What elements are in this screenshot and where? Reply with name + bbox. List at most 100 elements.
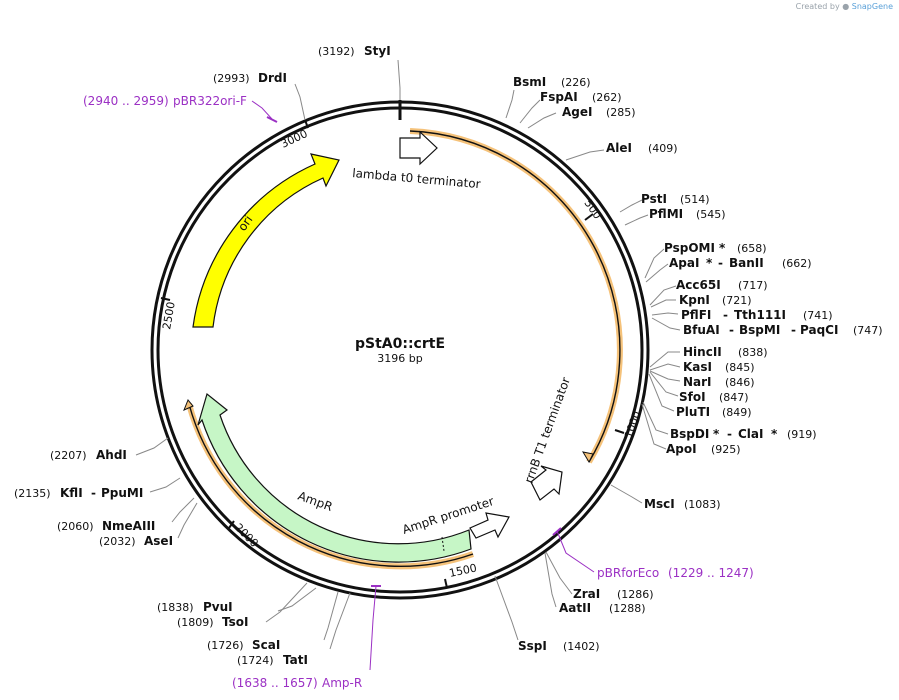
enzyme-position: (3192) xyxy=(318,45,355,58)
snapgene-credit: Created by ● SnapGene xyxy=(795,2,893,11)
enzyme-position: (262) xyxy=(592,91,622,104)
snapgene-logo-icon: ● xyxy=(842,2,850,11)
enzyme-position: (1726) xyxy=(207,639,244,652)
primer-label[interactable]: (1638 .. 1657)Amp-R xyxy=(232,676,362,690)
enzyme-name: TatI xyxy=(283,653,308,667)
enzyme-label[interactable]: FspAI(262) xyxy=(540,90,622,104)
enzyme-label[interactable]: AgeI(285) xyxy=(562,105,636,119)
primer-label[interactable]: (2940 .. 2959)pBR322ori-F xyxy=(83,94,247,108)
enzyme-label[interactable]: Acc65I(717) xyxy=(676,278,768,292)
enzyme-position: (721) xyxy=(722,294,752,307)
enzyme-position: (2032) xyxy=(99,535,136,548)
asterisk: * xyxy=(719,241,726,255)
enzyme-label[interactable]: PflFI-Tth111I(741) xyxy=(681,308,833,322)
enzyme-label[interactable]: (2032) AseI xyxy=(99,534,173,548)
enzyme-label[interactable]: SfoI (847) xyxy=(679,390,749,404)
enzyme-label[interactable]: BsmI(226) xyxy=(513,75,591,89)
enzyme-name: NmeAIII xyxy=(102,519,155,533)
rrnb-t1-terminator-feature[interactable]: rrnB T1 terminator xyxy=(522,375,573,501)
dash: - xyxy=(727,427,732,441)
enzyme-label[interactable]: (1724) TatI xyxy=(237,653,308,667)
enzyme-label[interactable]: PluTI (849) xyxy=(676,405,752,419)
enzyme-label[interactable]: NarI(846) xyxy=(683,375,755,389)
enzyme-label[interactable]: KasI(845) xyxy=(683,360,755,374)
enzyme-label[interactable]: MscI(1083) xyxy=(644,497,721,511)
enzyme-position: (741) xyxy=(803,309,833,322)
enzyme-label[interactable]: ApoI(925) xyxy=(666,442,741,456)
enzyme-name: TsoI xyxy=(222,615,248,629)
enzyme-name: BsmI xyxy=(513,75,546,89)
enzyme-position: (2993) xyxy=(213,72,250,85)
enzyme-name: PstI xyxy=(641,192,667,206)
enzyme-position: (2207) xyxy=(50,449,87,462)
enzyme-label[interactable]: SspI(1402) xyxy=(518,639,600,653)
enzyme-label[interactable]: BspDI*-ClaI*(919) xyxy=(670,427,817,441)
enzyme-name: KasI xyxy=(683,360,712,374)
tick-label: 500 xyxy=(581,197,604,222)
enzyme-name: SfoI xyxy=(679,390,706,404)
enzyme-position: (849) xyxy=(722,406,752,419)
ampr-promoter-feature[interactable]: AmpR promoter xyxy=(401,494,510,539)
enzyme-label[interactable]: AleI(409) xyxy=(606,141,678,155)
primer-name: Amp-R xyxy=(322,676,362,690)
enzyme-name: AseI xyxy=(144,534,173,548)
enzyme-alt-name: Tth111I xyxy=(734,308,786,322)
enzyme-label[interactable]: PstI(514) xyxy=(641,192,710,206)
enzyme-label[interactable]: ZraI(1286) xyxy=(573,587,654,601)
enzyme-name: PluTI xyxy=(676,405,710,419)
enzyme-label[interactable]: HincII(838) xyxy=(683,345,768,359)
enzyme-position: (1402) xyxy=(563,640,600,653)
enzyme-position: (285) xyxy=(606,106,636,119)
ampr-label: AmpR xyxy=(296,489,334,514)
plasmid-size: 3196 bp xyxy=(377,352,422,365)
enzyme-label[interactable]: BfuAI-BspMI-PaqCI(747) xyxy=(683,323,883,337)
backbone xyxy=(150,100,650,600)
primer-leader-lines xyxy=(251,100,595,671)
enzyme-position: (1288) xyxy=(609,602,646,615)
enzyme-label[interactable]: (1726) ScaI xyxy=(207,638,280,652)
enzyme-label[interactable]: (2060) NmeAIII xyxy=(57,519,155,533)
enzyme-position: (1724) xyxy=(237,654,274,667)
enzyme-name: StyI xyxy=(364,44,391,58)
enzyme-label[interactable]: (2207) AhdI xyxy=(50,448,127,462)
enzyme-position: (658) xyxy=(737,242,767,255)
primer-label[interactable]: pBRforEco(1229 .. 1247) xyxy=(597,566,754,580)
enzyme-position: (1286) xyxy=(617,588,654,601)
plasmid-name: pStA0::crtE xyxy=(355,336,445,352)
enzyme-name: AhdI xyxy=(96,448,127,462)
enzyme-name: Acc65I xyxy=(676,278,721,292)
enzyme-position: (847) xyxy=(719,391,749,404)
enzyme-name: PflFI xyxy=(681,308,711,322)
enzyme-label[interactable]: ApaI*-BanII(662) xyxy=(669,256,812,270)
tick-label: 1000 xyxy=(622,409,644,440)
ori-feature[interactable]: ori xyxy=(192,153,340,328)
enzyme-label[interactable]: KpnI(721) xyxy=(679,293,752,307)
enzyme-alt-name: BspMI xyxy=(739,323,780,337)
enzyme-label[interactable]: (2135)KflI-PpuMI xyxy=(14,486,143,500)
enzyme-label[interactable]: (1838)PvuI xyxy=(157,600,233,614)
enzyme-name: DrdI xyxy=(258,71,287,85)
enzyme-name: ScaI xyxy=(252,638,280,652)
enzyme-leader-lines xyxy=(135,59,681,650)
enzyme-name: PflMI xyxy=(649,207,683,221)
enzyme-label[interactable]: PflMI (545) xyxy=(649,207,726,221)
dash: - xyxy=(729,323,734,337)
enzyme-position: (2060) xyxy=(57,520,94,533)
enzyme-label[interactable]: AatII(1288) xyxy=(559,601,646,615)
asterisk: * xyxy=(771,427,778,441)
enzyme-label[interactable]: (1809) TsoI xyxy=(177,615,248,629)
enzyme-name: PvuI xyxy=(203,600,233,614)
enzyme-position: (662) xyxy=(782,257,812,270)
enzyme-alt-name: PaqCI xyxy=(800,323,838,337)
enzyme-alt-name: PpuMI xyxy=(101,486,143,500)
ampr-feature[interactable]: AmpR xyxy=(197,392,472,563)
enzyme-label[interactable]: PspOMI*(658) xyxy=(664,241,767,255)
enzyme-position: (919) xyxy=(787,428,817,441)
enzyme-name: BfuAI xyxy=(683,323,720,337)
enzyme-position: (1809) xyxy=(177,616,214,629)
enzyme-label[interactable]: (3192) StyI xyxy=(318,44,391,58)
enzyme-label[interactable]: (2993) DrdI xyxy=(213,71,287,85)
enzyme-position: (545) xyxy=(696,208,726,221)
enzyme-position: (838) xyxy=(738,346,768,359)
